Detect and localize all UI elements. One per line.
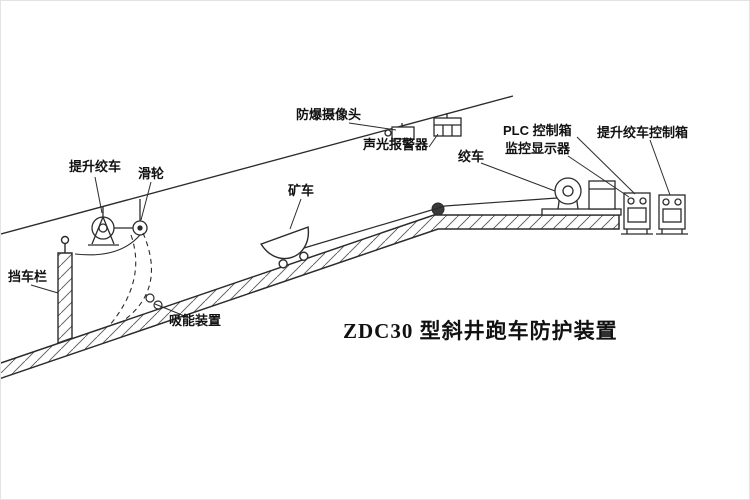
mine-car-shape — [260, 226, 310, 269]
alarm-device — [433, 113, 462, 137]
barrier-rope-line — [74, 234, 141, 256]
label-monitor: 监控显示器 — [505, 141, 571, 156]
haul-rope-line — [303, 197, 558, 249]
diagram-title: ZDC30 型斜井跑车防护装置 — [343, 319, 618, 343]
label-barrier: 挡车栏 — [8, 269, 48, 284]
rope-arc-inner — [108, 234, 137, 327]
incline-track-band — [1, 214, 620, 380]
leader-hoist-control — [649, 139, 671, 196]
label-alarm: 声光报警器 — [363, 137, 429, 152]
winch-assembly — [541, 177, 622, 216]
rope-arc-outer — [122, 232, 153, 322]
leader-lines — [30, 122, 671, 318]
barrier-post — [57, 235, 73, 344]
leader-absorber — [154, 303, 188, 318]
plc-control-box — [621, 192, 653, 235]
label-hoist-control-box: 提升绞车控制箱 — [597, 125, 689, 140]
label-hoist-winch: 提升绞车 — [69, 159, 122, 174]
hoist-control-box — [656, 194, 688, 235]
leader-winch — [480, 162, 556, 192]
leader-alarm — [428, 133, 439, 148]
label-plc-box: PLC 控制箱 — [503, 123, 572, 138]
label-pulley: 滑轮 — [138, 166, 165, 181]
shaft-roof-line — [1, 95, 514, 235]
label-absorber: 吸能装置 — [169, 313, 222, 328]
label-winch: 绞车 — [458, 149, 485, 164]
leader-barrier — [30, 284, 59, 294]
leader-monitor — [567, 155, 630, 198]
leader-mine-car — [289, 198, 302, 230]
camera-device — [384, 123, 415, 140]
leader-plc — [576, 136, 636, 195]
label-mine-car: 矿车 — [288, 183, 315, 198]
hoist-winch-assembly — [88, 207, 119, 246]
leader-camera — [348, 122, 397, 131]
leader-pulley — [140, 181, 152, 221]
pulley-device — [114, 199, 148, 236]
absorber-device — [145, 293, 163, 310]
label-camera: 防爆摄像头 — [296, 107, 362, 122]
leader-hoist-winch — [94, 176, 103, 214]
bend-roller — [431, 202, 445, 216]
